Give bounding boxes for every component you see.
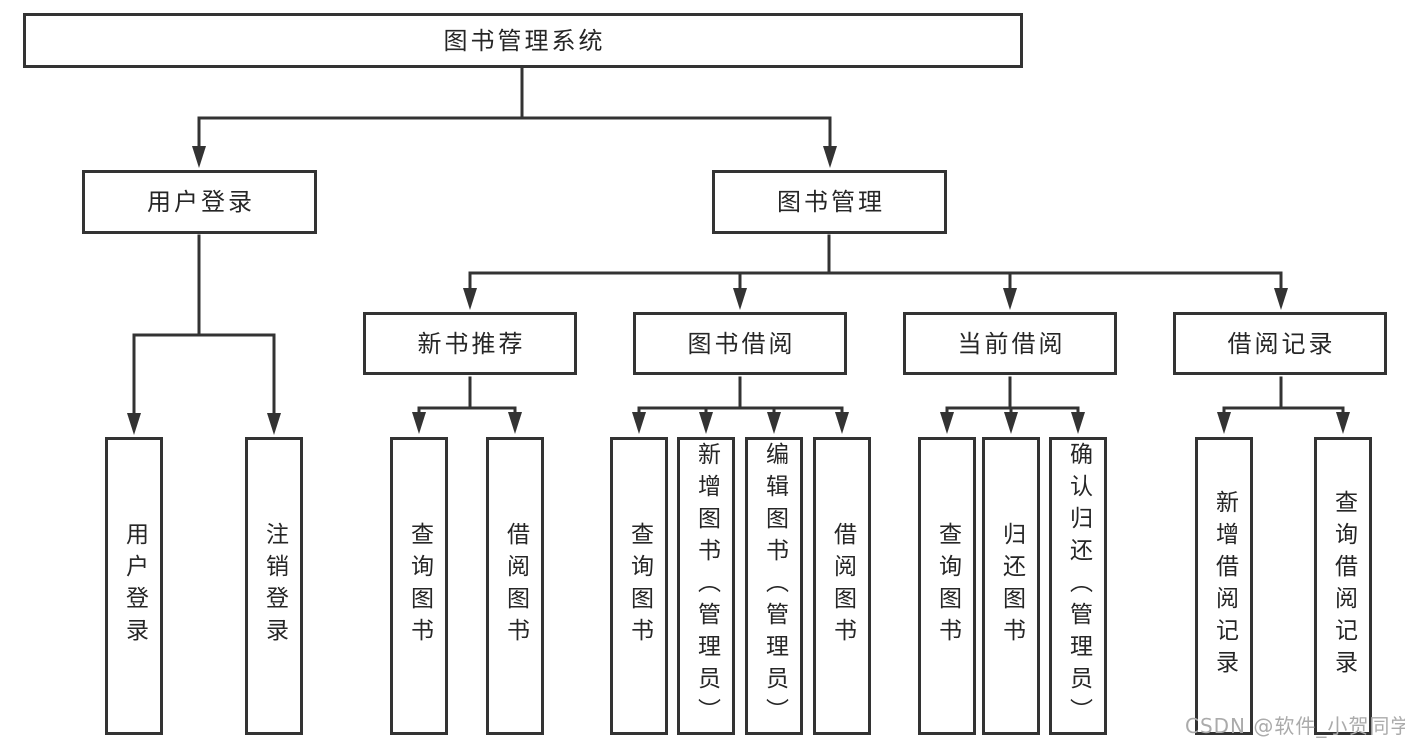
leaf-query-books-recommend: 查询图书	[390, 437, 448, 735]
node-label: 借阅图书	[502, 522, 529, 650]
node-label: 确认归还（管理员）	[1065, 442, 1092, 730]
node-user-login: 用户登录	[82, 170, 317, 234]
node-current-borrowing: 当前借阅	[903, 312, 1117, 375]
node-label: 新书推荐	[417, 329, 526, 358]
leaf-add-borrow-record: 新增借阅记录	[1195, 437, 1253, 735]
connector-user-login	[127, 234, 281, 435]
leaf-add-book-admin: 新增图书（管理员）	[677, 437, 735, 735]
node-label: 借阅图书	[829, 522, 856, 650]
node-borrowing-records: 借阅记录	[1173, 312, 1387, 375]
node-label: 查询图书	[406, 522, 433, 650]
leaf-logout: 注销登录	[245, 437, 303, 735]
connector-new-book	[412, 376, 522, 434]
leaf-query-books-borrow: 查询图书	[610, 437, 668, 735]
node-book-management: 图书管理	[712, 170, 947, 234]
node-label: 用户登录	[147, 188, 255, 216]
node-label: 查询借阅记录	[1330, 490, 1357, 682]
node-label: 当前借阅	[957, 329, 1066, 358]
node-new-book-recommendation: 新书推荐	[363, 312, 577, 375]
node-label: 用户登录	[121, 522, 148, 650]
leaf-borrow-books-recommend: 借阅图书	[486, 437, 544, 735]
node-label: 查询图书	[626, 522, 653, 650]
node-label: 图书管理系统	[443, 26, 606, 55]
leaf-confirm-return-admin: 确认归还（管理员）	[1049, 437, 1107, 735]
node-root-system: 图书管理系统	[23, 13, 1023, 68]
node-label: 编辑图书（管理员）	[761, 442, 788, 730]
node-label: 查询图书	[934, 522, 961, 650]
leaf-return-book: 归还图书	[982, 437, 1040, 735]
node-label: 新增图书（管理员）	[693, 442, 720, 730]
node-label: 归还图书	[998, 522, 1025, 650]
connector-book-management	[463, 234, 1288, 310]
connector-current-borrowing	[940, 376, 1085, 434]
node-book-borrowing: 图书借阅	[633, 312, 847, 375]
node-label: 图书借阅	[687, 329, 796, 358]
leaf-borrow-books: 借阅图书	[813, 437, 871, 735]
leaf-edit-book-admin: 编辑图书（管理员）	[745, 437, 803, 735]
connector-root	[192, 65, 837, 168]
node-label: 图书管理	[777, 188, 885, 216]
node-label: 新增借阅记录	[1211, 490, 1238, 682]
leaf-query-borrow-record: 查询借阅记录	[1314, 437, 1372, 735]
csdn-watermark: CSDN @软件_小贺同学	[1185, 714, 1405, 738]
node-label: 注销登录	[261, 522, 288, 650]
leaf-user-login: 用户登录	[105, 437, 163, 735]
node-label: 借阅记录	[1227, 329, 1336, 358]
connector-book-borrowing	[632, 376, 849, 434]
connector-borrowing-records	[1217, 376, 1350, 434]
leaf-query-books-current: 查询图书	[918, 437, 976, 735]
